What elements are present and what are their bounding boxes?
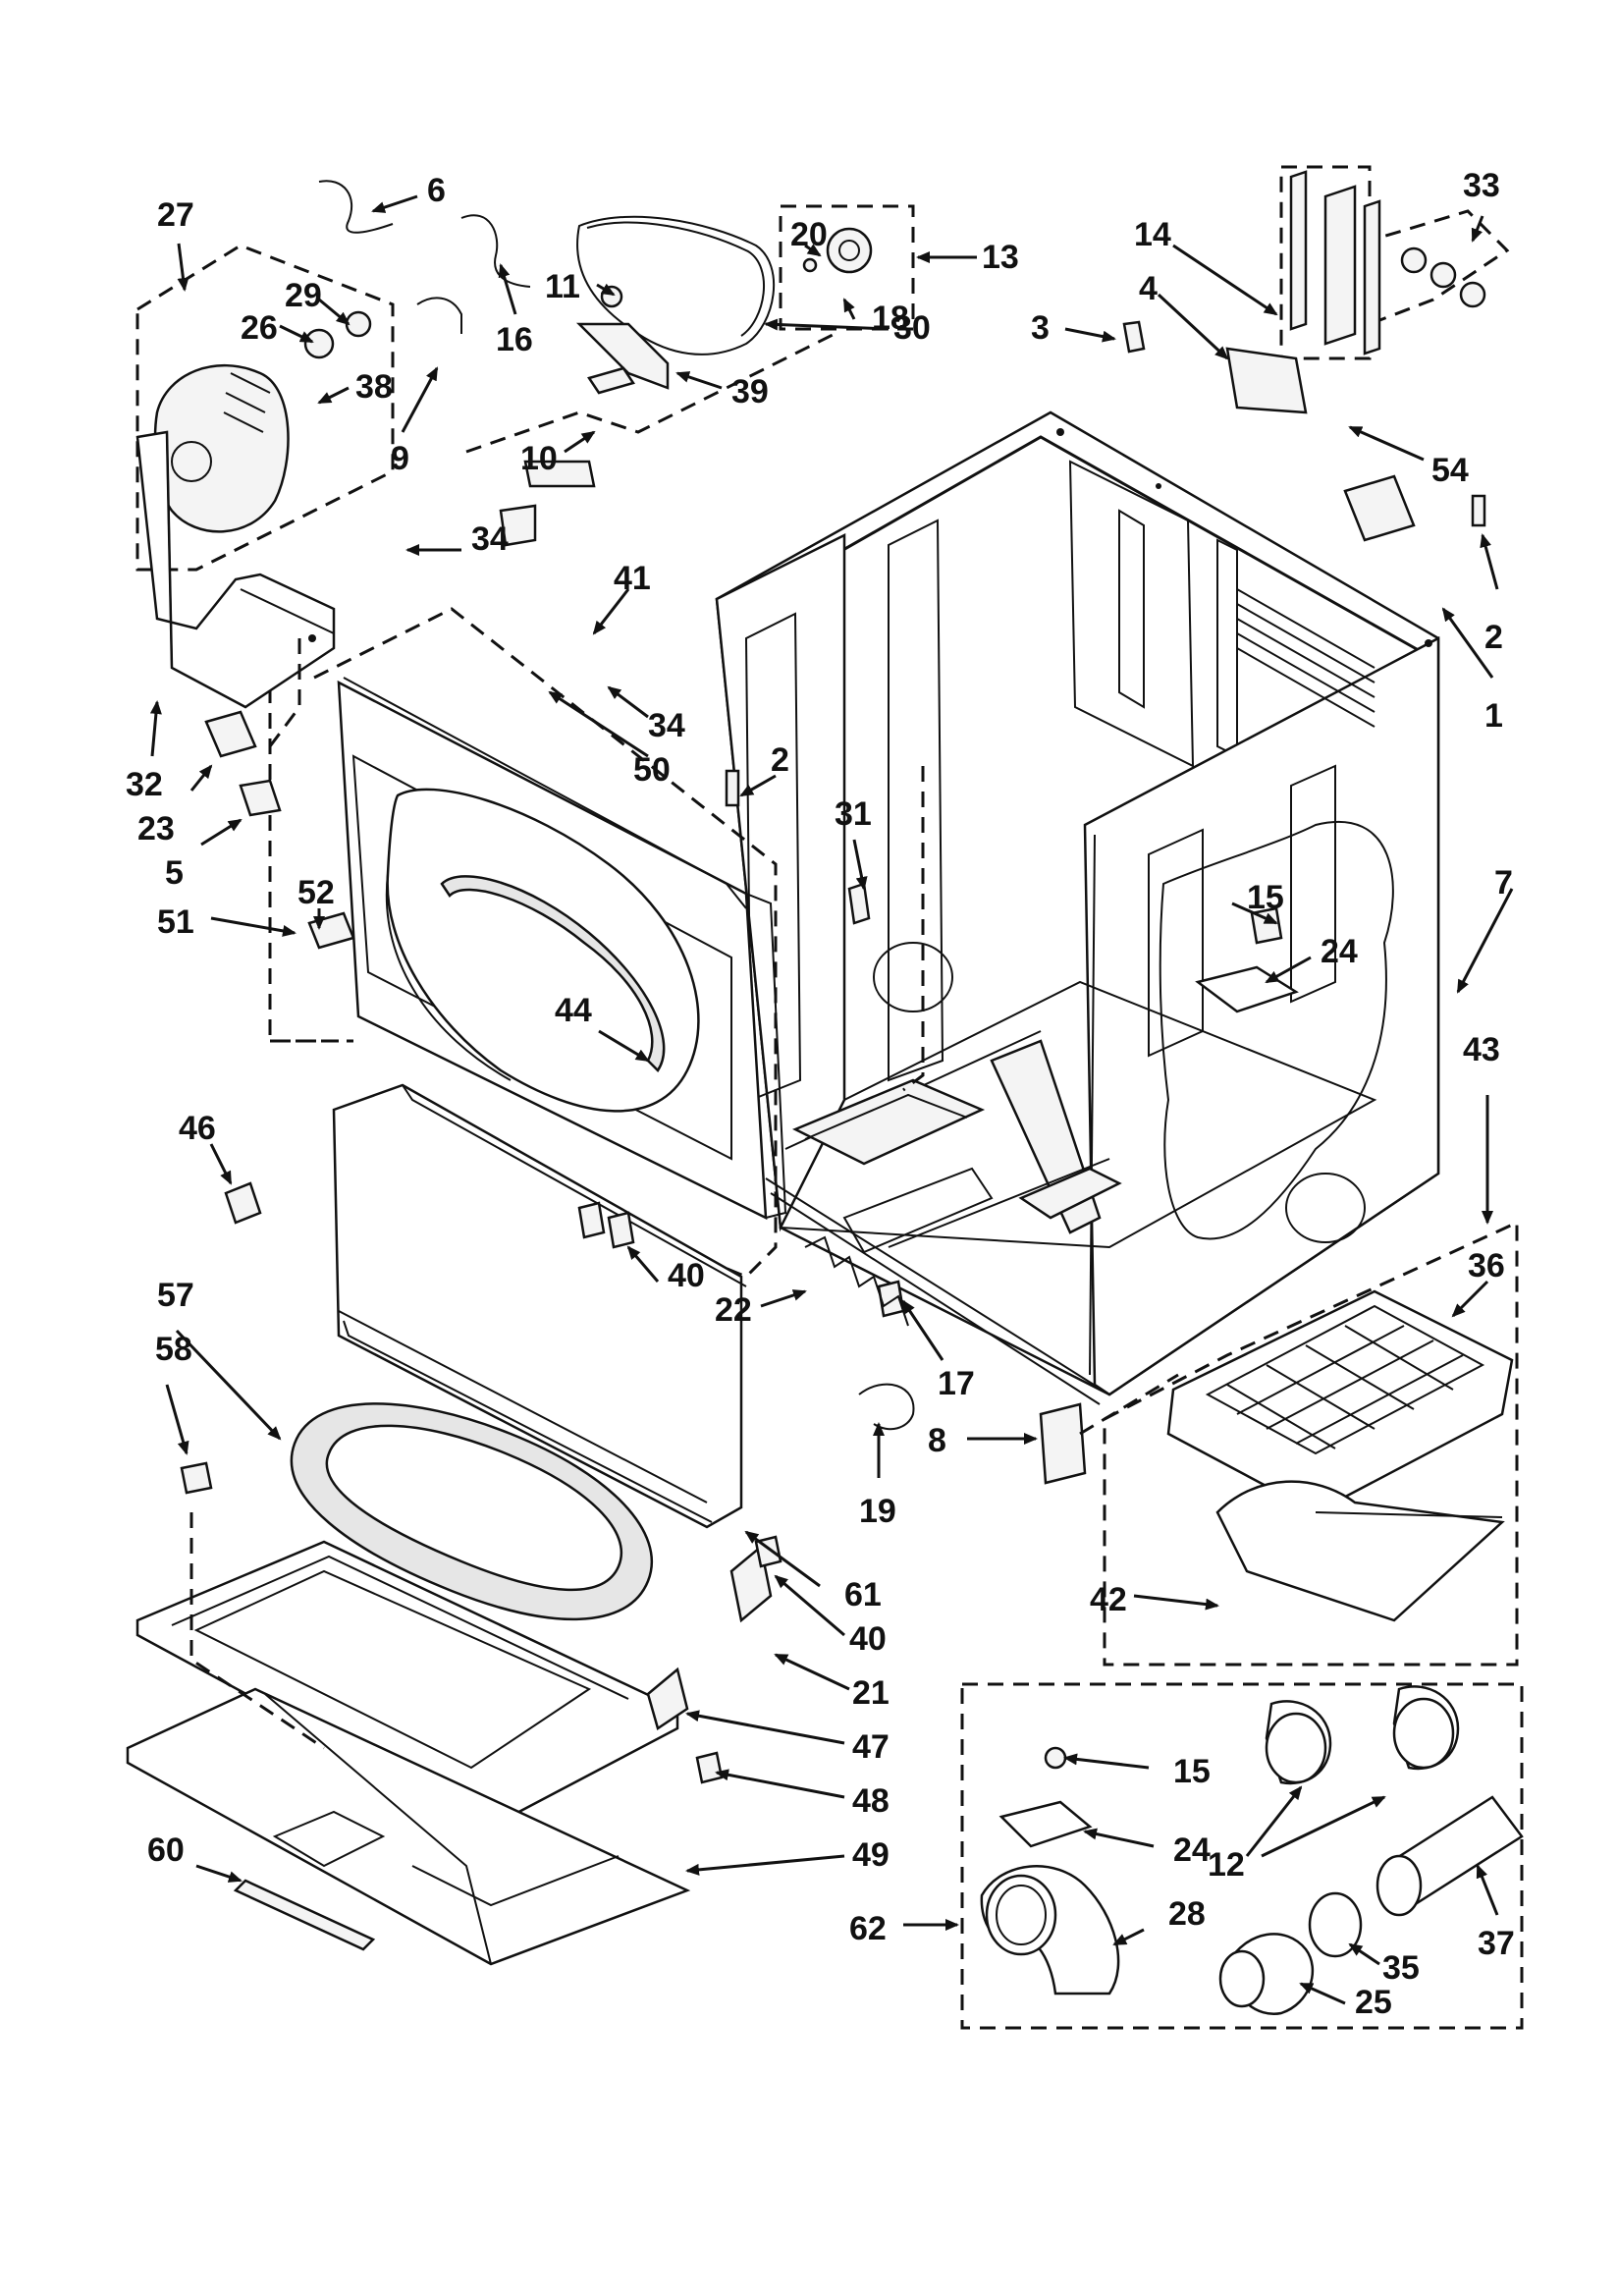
label-6: 6	[427, 172, 446, 209]
label-34a: 34	[471, 520, 509, 558]
label-51: 51	[157, 903, 194, 941]
label-50: 50	[633, 751, 671, 789]
label-38: 38	[355, 368, 393, 406]
label-47: 47	[852, 1728, 890, 1766]
label-35: 35	[1382, 1949, 1420, 1987]
label-15a: 15	[1247, 879, 1284, 916]
label-57: 57	[157, 1277, 194, 1314]
label-62: 62	[849, 1910, 887, 1947]
label-16: 16	[496, 321, 533, 358]
label-19: 19	[859, 1493, 896, 1530]
label-7: 7	[1494, 864, 1513, 902]
label-36: 36	[1468, 1247, 1505, 1285]
label-9: 9	[391, 440, 409, 477]
switch-23	[204, 710, 257, 758]
label-31: 31	[835, 795, 872, 833]
part-labels: 27 29 26 6 16 9 11 10 39 30 20 18 13 3 1…	[126, 167, 1515, 2021]
base-tray	[126, 1540, 691, 1966]
label-54: 54	[1431, 452, 1469, 489]
label-26: 26	[241, 309, 278, 347]
label-52: 52	[297, 874, 335, 911]
label-1: 1	[1484, 697, 1503, 735]
label-34b: 34	[648, 707, 685, 744]
motor-mount	[135, 430, 336, 709]
label-39: 39	[731, 373, 769, 410]
label-21: 21	[852, 1674, 890, 1712]
label-10: 10	[520, 440, 558, 477]
label-25: 25	[1355, 1984, 1392, 2021]
label-11: 11	[545, 268, 580, 305]
label-61: 61	[844, 1576, 882, 1613]
label-24b: 24	[1173, 1831, 1211, 1869]
label-8: 8	[928, 1422, 946, 1459]
label-49: 49	[852, 1836, 890, 1874]
label-48: 48	[852, 1782, 890, 1820]
lint-screen	[1166, 1289, 1514, 1622]
exhaust-kit	[980, 1685, 1524, 2016]
switch-5	[239, 779, 282, 817]
label-23: 23	[137, 810, 175, 847]
label-20: 20	[790, 216, 828, 253]
label-44: 44	[555, 992, 592, 1029]
drive-motor	[153, 297, 462, 533]
seal-57	[290, 1402, 654, 1620]
label-32: 32	[126, 766, 163, 803]
label-29: 29	[285, 277, 322, 314]
toe-panel	[332, 1083, 747, 1529]
label-2a: 2	[1484, 619, 1503, 656]
label-30: 30	[893, 309, 931, 347]
label-18: 18	[872, 300, 909, 337]
label-4: 4	[1139, 270, 1158, 307]
label-41: 41	[614, 560, 651, 597]
label-24a: 24	[1321, 933, 1358, 970]
label-17: 17	[938, 1365, 975, 1402]
front-panel	[337, 677, 787, 1221]
label-5: 5	[165, 854, 184, 892]
label-42: 42	[1090, 1581, 1127, 1618]
drive-belt	[576, 215, 776, 355]
label-46: 46	[179, 1110, 216, 1147]
label-27: 27	[157, 196, 194, 234]
label-28: 28	[1168, 1895, 1206, 1933]
cabinet-body	[715, 410, 1440, 1405]
label-12: 12	[1208, 1846, 1245, 1884]
label-15b: 15	[1173, 1753, 1211, 1790]
label-58: 58	[155, 1331, 192, 1368]
label-40a: 40	[668, 1257, 705, 1294]
label-3: 3	[1031, 309, 1050, 347]
label-22: 22	[715, 1291, 752, 1329]
label-37: 37	[1478, 1925, 1515, 1962]
label-33: 33	[1463, 167, 1500, 204]
label-60: 60	[147, 1831, 185, 1869]
label-40b: 40	[849, 1620, 887, 1658]
label-14: 14	[1134, 216, 1171, 253]
label-13: 13	[982, 239, 1019, 276]
leader-lines	[149, 194, 1514, 2005]
label-43: 43	[1463, 1031, 1500, 1068]
label-2b: 2	[771, 741, 789, 779]
